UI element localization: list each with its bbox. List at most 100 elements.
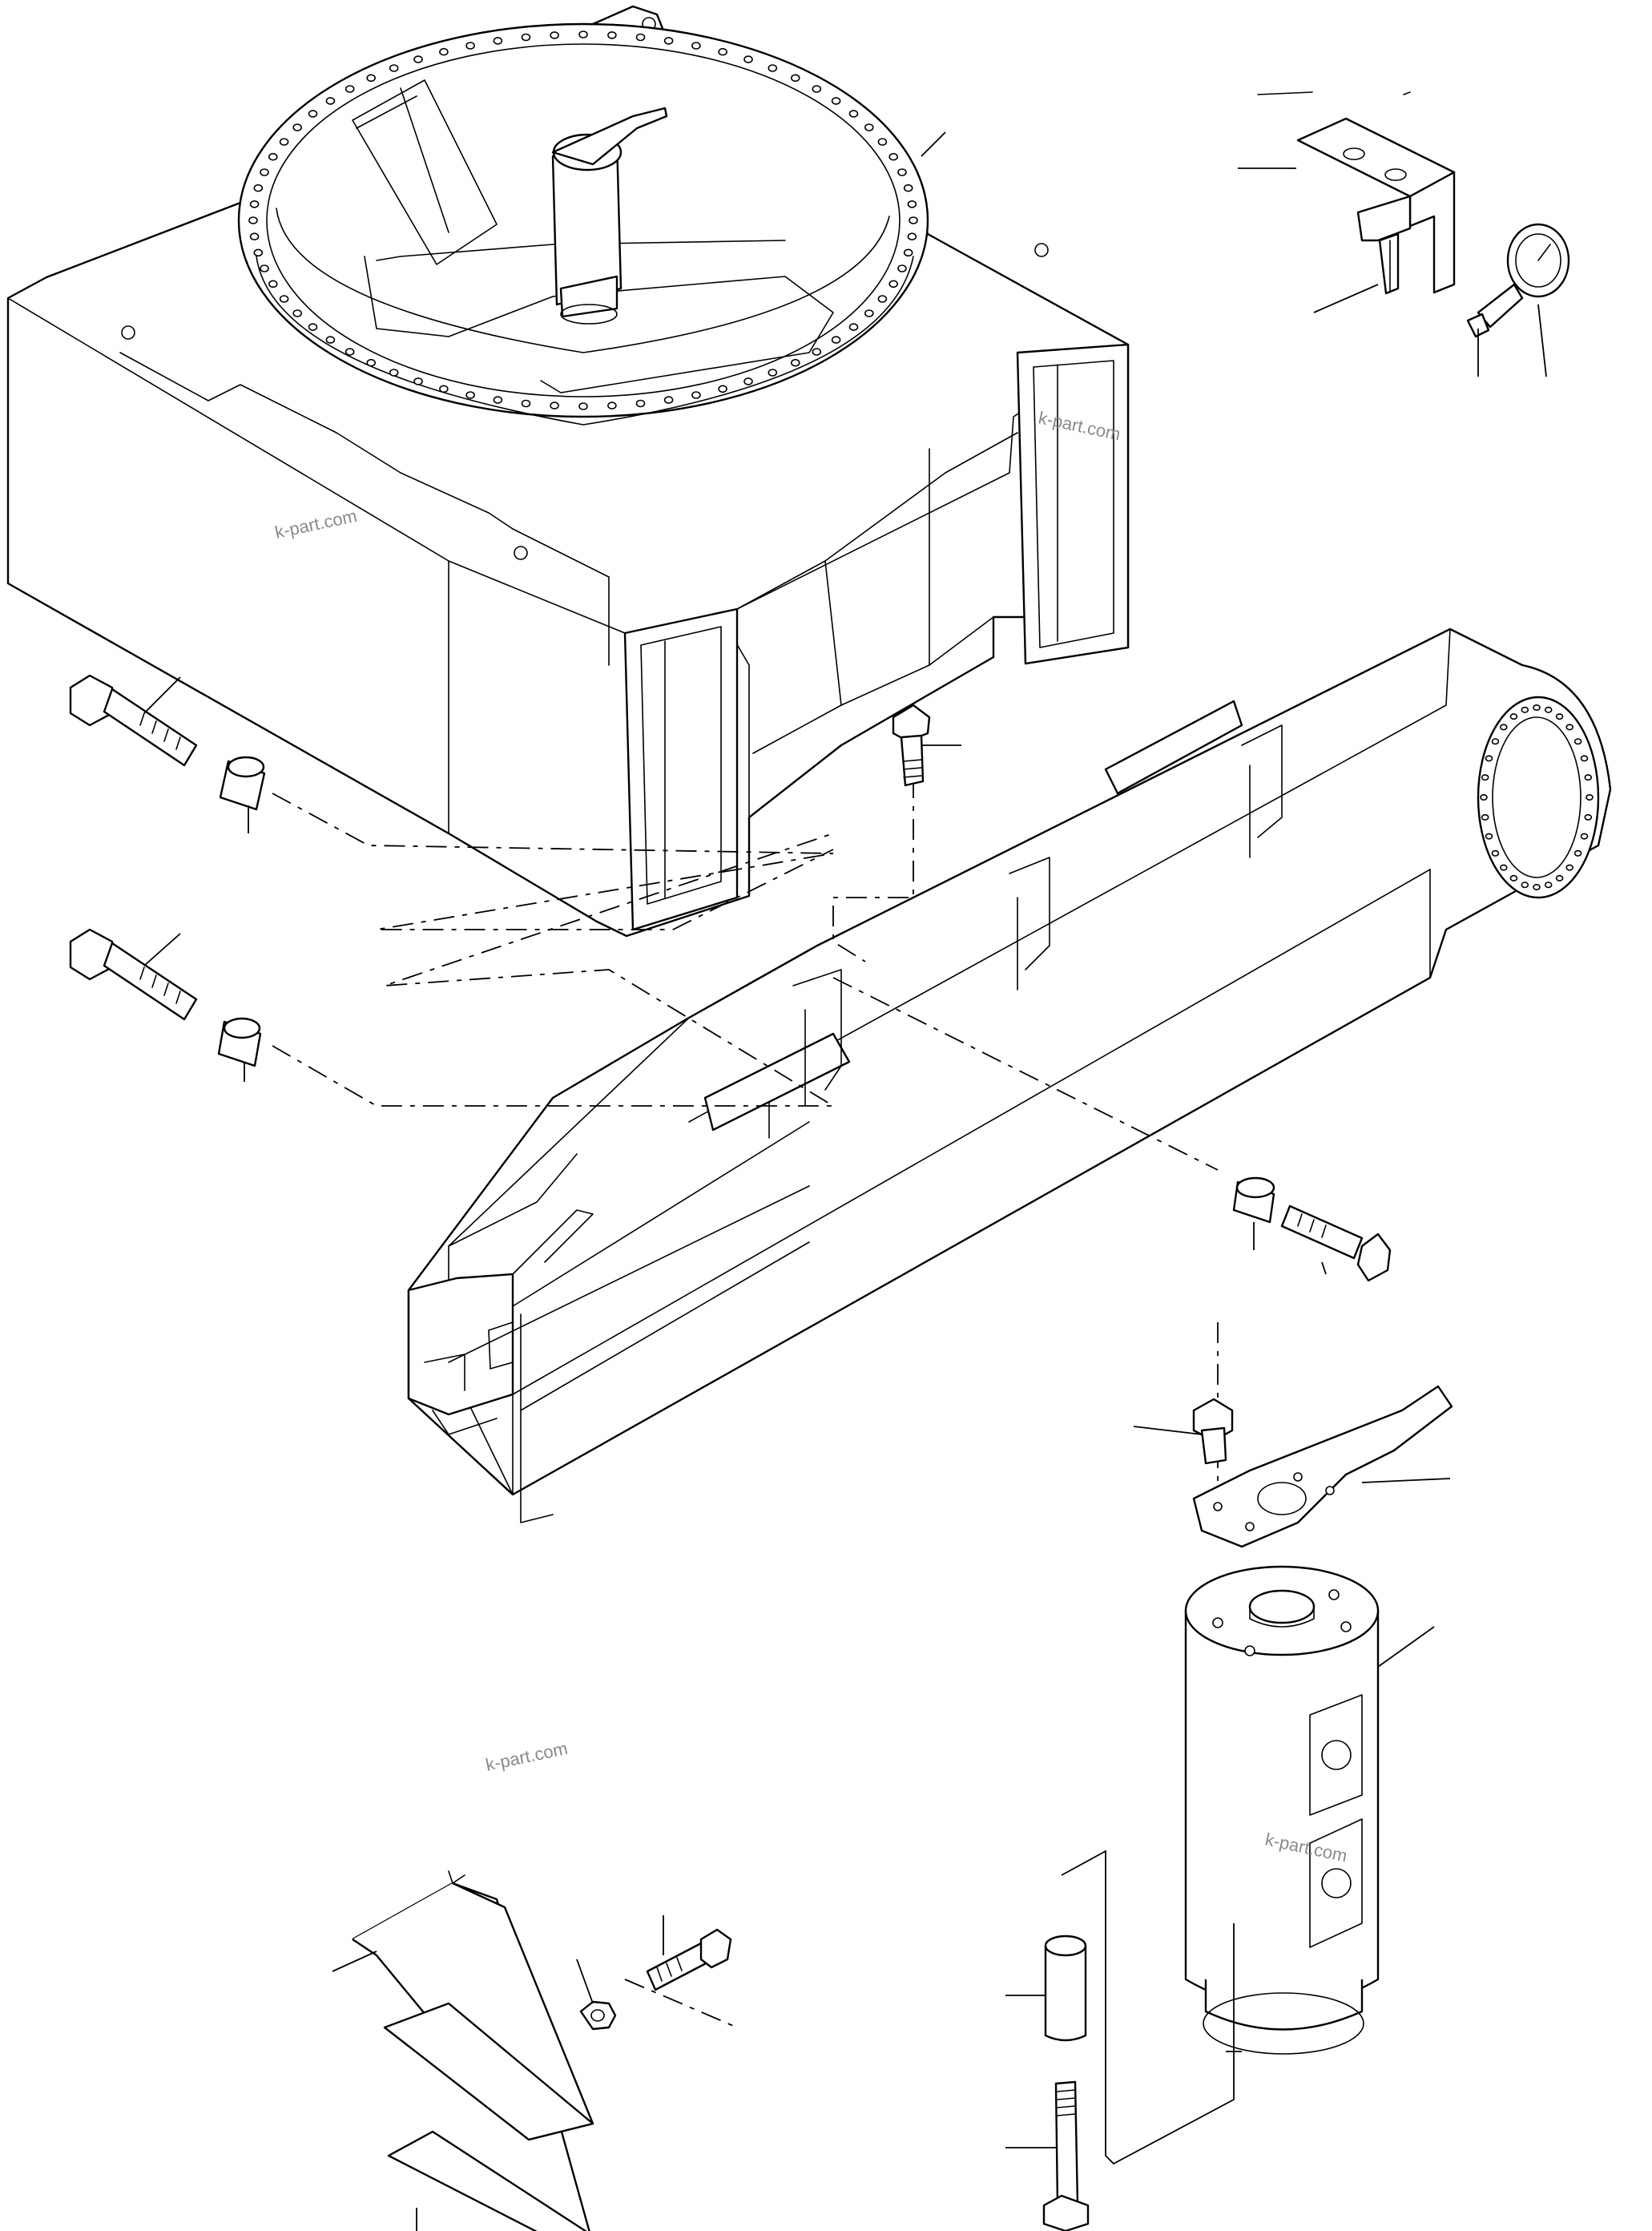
bolt-hole (345, 85, 355, 93)
bolt-hole (1500, 864, 1508, 871)
bolt-hole (607, 401, 617, 409)
bolt-hole (691, 42, 701, 50)
bolt-hole (1555, 713, 1564, 720)
bolt-hole (1584, 813, 1593, 821)
bolt-hole (292, 123, 303, 131)
bolt-hole (345, 348, 355, 356)
bolt-hole (413, 55, 423, 63)
watermark-text: k-part.com (484, 1738, 570, 1775)
pressure-gauge (1466, 223, 1570, 338)
bolt-hole (550, 401, 559, 409)
bolt-hole (260, 264, 269, 272)
bolt-hole (248, 216, 258, 224)
bolt-hole (663, 37, 674, 45)
bolt-hole (279, 138, 289, 146)
bolt-hole (848, 323, 859, 331)
bushing (1044, 1934, 1087, 2042)
bolt-hole (1533, 704, 1541, 711)
bolt-hole (1480, 793, 1488, 801)
bolt-hole (249, 200, 260, 208)
bolt-hole (366, 74, 377, 83)
bolt-hole (718, 47, 727, 56)
bolt-hole (663, 396, 674, 404)
bolt-hole (1580, 755, 1589, 762)
bolt-hole (768, 369, 778, 377)
bolt-hole (907, 232, 917, 241)
bolt-hole (578, 402, 588, 410)
bolt-hole (877, 138, 888, 146)
bolt-hole (1565, 864, 1573, 871)
bolt-hole (366, 358, 377, 367)
bolt-center (892, 704, 931, 787)
bolt-hole (465, 42, 475, 50)
upper-frame (6, 5, 1130, 938)
bolt-hole (1521, 706, 1529, 713)
bolt-hole (253, 248, 264, 257)
bolt-hole (1533, 884, 1541, 891)
bolt-hole (325, 97, 336, 105)
bolt-hole (550, 31, 559, 39)
bolt-hole (1491, 849, 1500, 857)
bolt-hole (1544, 706, 1553, 713)
callout-leaders (143, 131, 1547, 2231)
assembly-axes (272, 777, 1219, 2028)
center-swivel-installed (551, 107, 668, 325)
bolt-hole (812, 85, 822, 93)
bolt-hole (1481, 774, 1489, 781)
bolt-hole (1565, 724, 1573, 731)
nut (579, 2000, 617, 2031)
bolt-hole (907, 200, 917, 208)
bolt-hole (1573, 738, 1582, 745)
bolt-hole (578, 30, 588, 38)
bolt-hole (279, 295, 289, 303)
bolt-hole (521, 399, 531, 408)
bolt-hole (743, 377, 753, 385)
bolt-hole (439, 385, 449, 393)
bolt-hole (1481, 813, 1489, 821)
bolt-hole (768, 64, 778, 72)
bracket-block (1257, 91, 1456, 295)
bolt-lower-left (69, 928, 198, 1021)
bolt-hole (888, 280, 898, 288)
bolt-hole (268, 152, 278, 161)
bolt-hole (413, 377, 423, 385)
bolt-hole (1555, 874, 1564, 882)
spacer-lower-left (217, 1017, 262, 1067)
bolt-hole (607, 31, 617, 39)
bolt-hole (897, 168, 907, 176)
bolt-hole (864, 123, 874, 131)
flange-bolt-holes (248, 30, 918, 410)
bolt-hole (1485, 755, 1493, 762)
bolt-hole (325, 336, 336, 344)
bolt-hole (864, 309, 874, 317)
bolt-hole (635, 33, 646, 42)
bolt-hole (1544, 882, 1553, 889)
bolt-hole (848, 110, 859, 118)
bolt-hole (909, 216, 918, 224)
bolt-hole (308, 323, 318, 331)
cover-bracket (352, 1870, 594, 2231)
bolt-hole (1521, 882, 1529, 889)
bolt-hole (268, 280, 278, 288)
bolt-right (1280, 1204, 1392, 1282)
bolt-hole (903, 248, 913, 257)
bolt-hole (691, 391, 701, 399)
bolt-hole (493, 396, 503, 404)
bolt-hole (812, 348, 822, 356)
bolt-hole (493, 37, 503, 45)
bolt-upper-left (69, 674, 198, 767)
bolt-hole (292, 309, 303, 317)
bolt-hole (743, 55, 753, 63)
bolt-hole (903, 184, 913, 192)
bolt-hole (260, 168, 269, 176)
bolt-hole (1509, 874, 1518, 882)
bolt-hole (635, 399, 646, 408)
bolt-hole (831, 336, 841, 344)
roller-brackets (792, 724, 1283, 1107)
sprocket-mount-holes (1480, 704, 1594, 891)
bolt-hole (249, 232, 260, 241)
track-frame (407, 627, 1612, 1523)
bolt-hole (1500, 724, 1508, 731)
bolt-small (646, 1928, 732, 1991)
